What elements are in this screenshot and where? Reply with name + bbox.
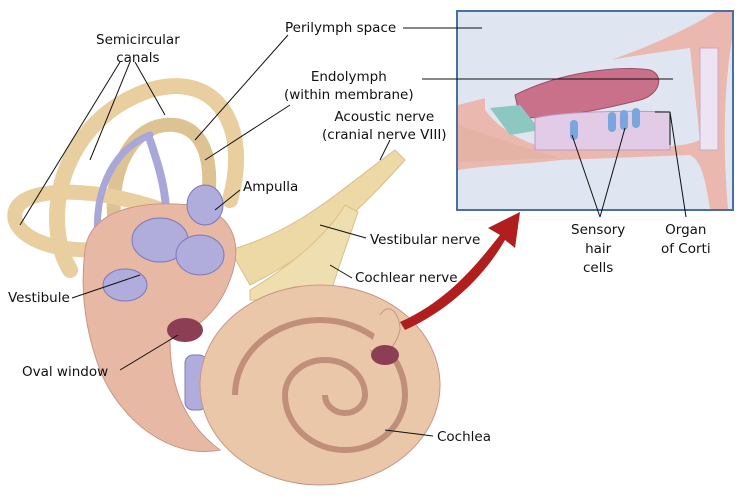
hair-cell [632,108,640,128]
label-vestibule: Vestibule [8,290,70,306]
label-organ-of-corti: Organ of Corti [661,221,711,259]
hair-cell [620,110,628,130]
label-ampulla: Ampulla [243,179,299,195]
label-line: hair [585,241,612,257]
label-sensory-hair-cells: Sensory hair cells [571,221,625,278]
label-line: Endolymph [310,69,387,85]
magnify-arrow [400,212,520,330]
label-endolymph: Endolymph (within membrane) [284,68,414,104]
label-line: (cranial nerve VIII) [322,127,447,143]
label-line: (within membrane) [284,87,414,103]
label-semicircular-canals: Semicircular canals [96,31,180,67]
inset-cross-section [456,10,734,211]
label-line: Sensory [571,222,626,238]
hair-cell [608,112,616,132]
hair-cell [570,120,578,140]
label-cochlear-nerve: Cochlear nerve [355,270,458,286]
label-line: cells [583,260,614,276]
leader-lines [19,27,687,437]
cochlea [199,284,441,486]
label-line: canals [116,50,160,66]
label-acoustic-nerve: Acoustic nerve (cranial nerve VIII) [322,108,447,144]
label-oval-window: Oval window [22,364,109,380]
label-line: of Corti [661,241,711,257]
label-line: Organ [665,222,707,238]
label-perilymph-space: Perilymph space [285,20,397,36]
label-vestibular-nerve: Vestibular nerve [370,232,481,248]
label-line: Semicircular [96,32,180,48]
label-line: Acoustic nerve [334,109,435,125]
label-cochlea: Cochlea [437,429,491,445]
